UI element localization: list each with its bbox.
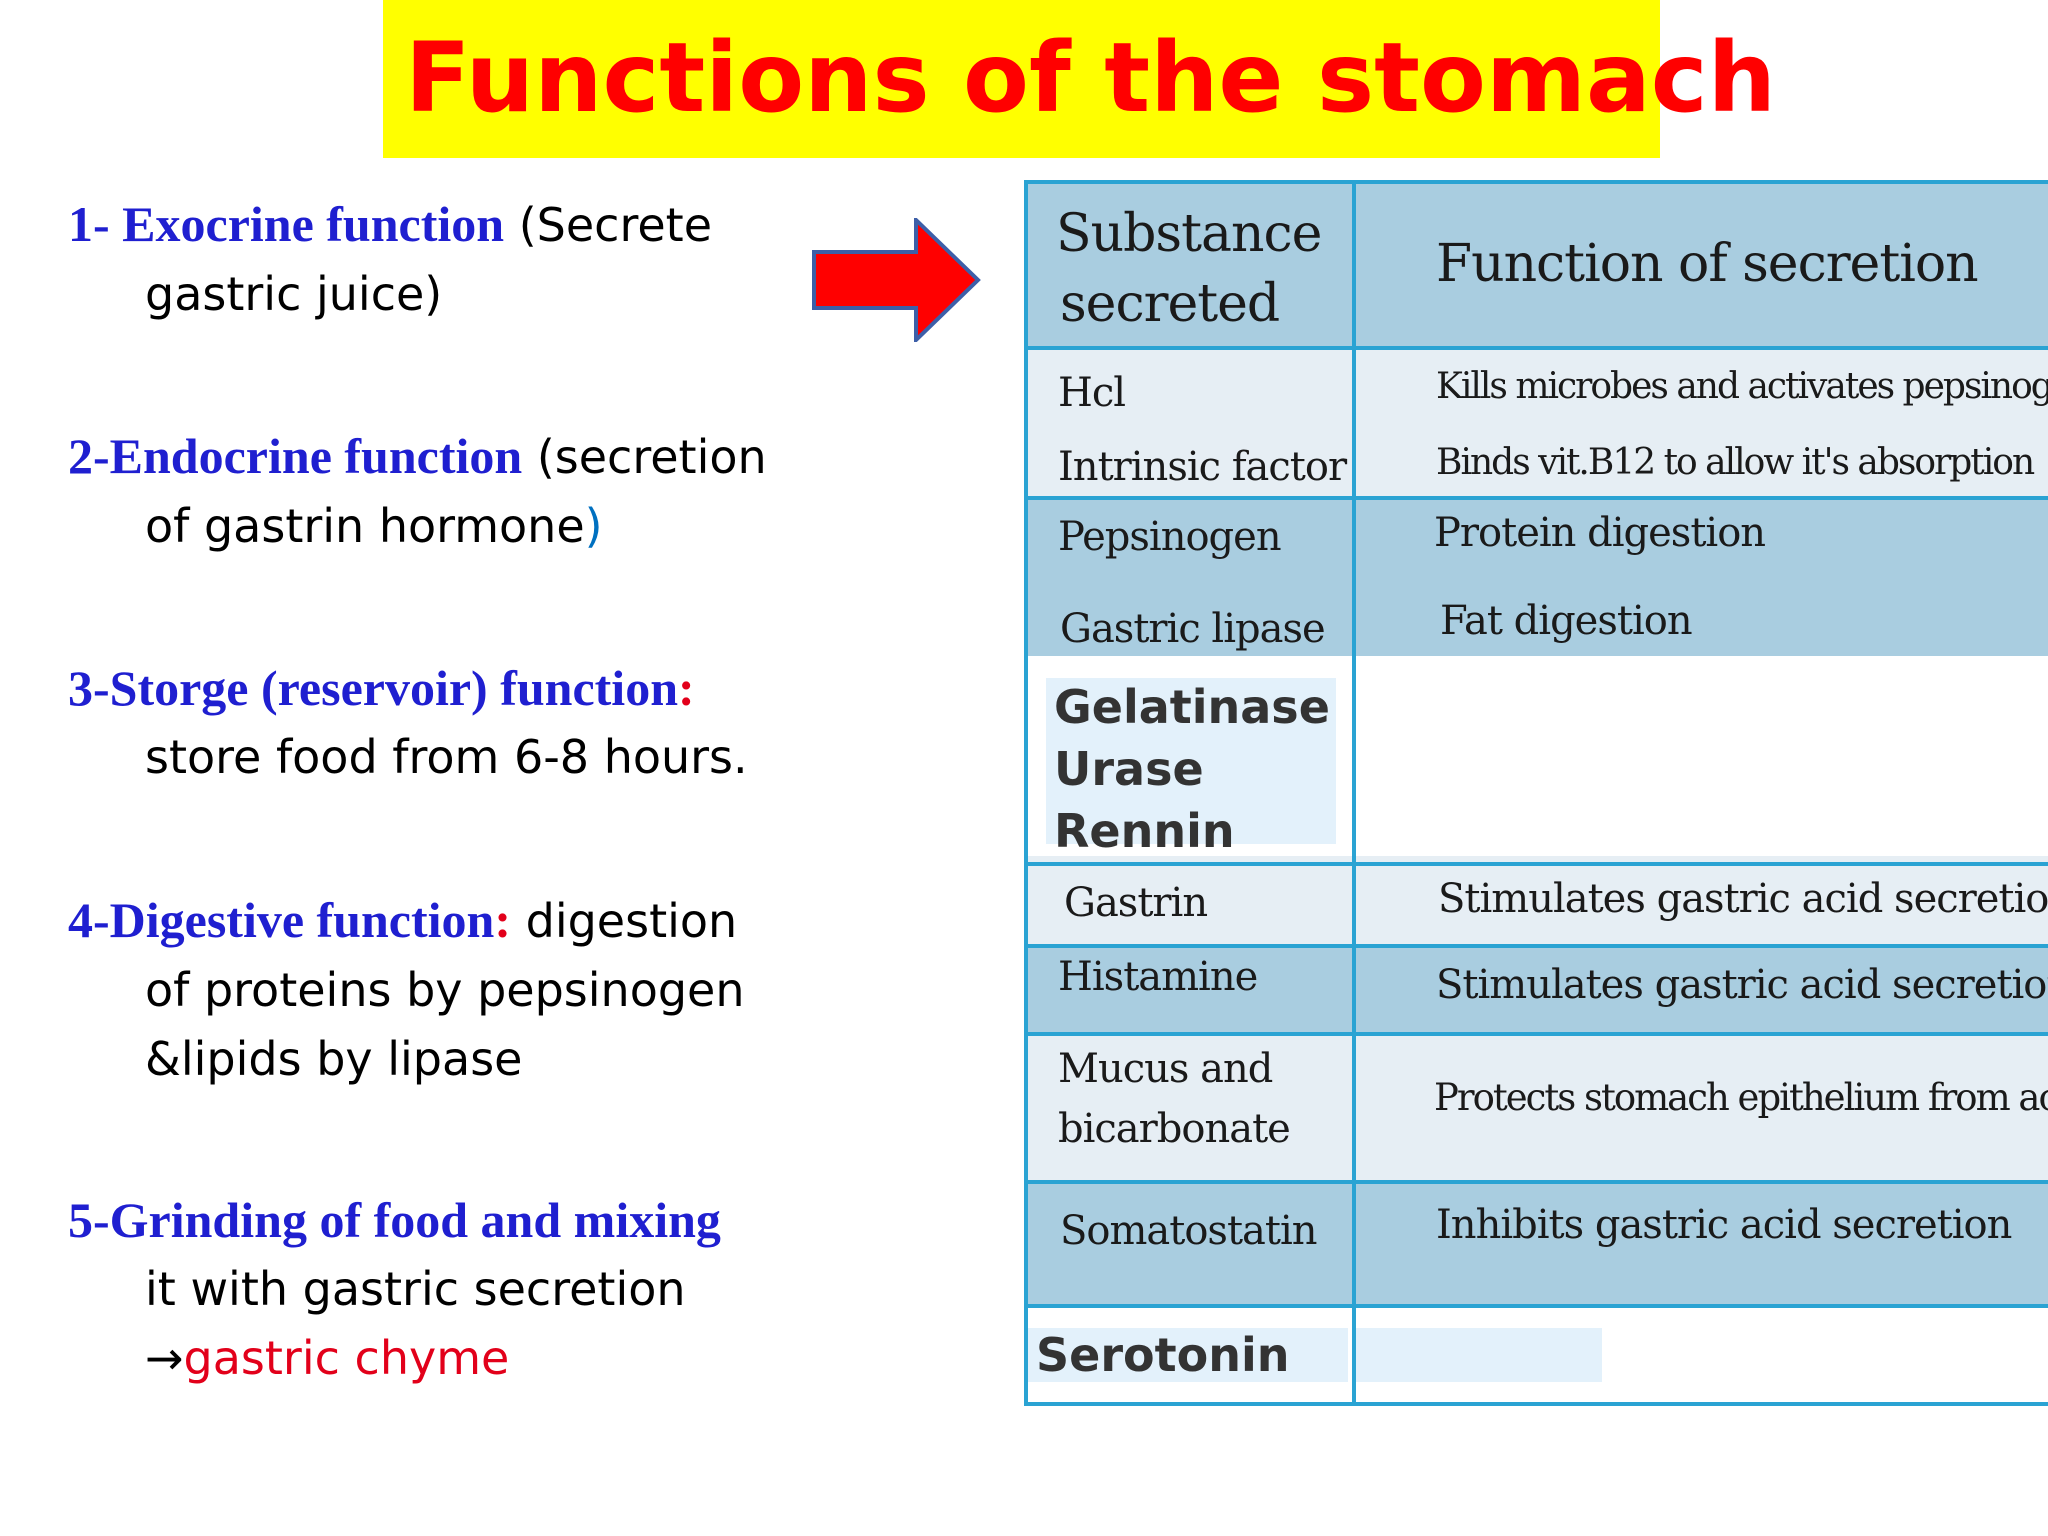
function-text: &lipids by lipase — [145, 1032, 523, 1086]
substance-cell: Histamine — [1058, 954, 1258, 1000]
substance-cell: bicarbonate — [1058, 1106, 1291, 1152]
page-title: Functions of the stomach — [405, 22, 1776, 134]
arrow-glyph: → — [145, 1331, 184, 1385]
table-rule — [1024, 1304, 2048, 1308]
table-band — [1352, 1328, 1602, 1382]
function-cell: Binds vit.B12 to allow it's absorption — [1436, 442, 2035, 483]
substance-cell: Intrinsic factor — [1058, 444, 1347, 490]
right-arrow-icon — [812, 218, 981, 342]
function-item-endocrine: 2-Endocrine function (secretion of gastr… — [68, 422, 888, 560]
header-substance: secreted — [1060, 274, 1280, 334]
function-cell: Protein digestion — [1434, 510, 1766, 556]
function-cell: Kills microbes and activates pepsinogen — [1436, 366, 2048, 407]
table-rule — [1024, 1180, 2048, 1184]
substance-cell: Hcl — [1058, 370, 1126, 416]
table-rule — [1024, 862, 2048, 866]
substance-cell: Serotonin — [1036, 1328, 1290, 1382]
table-band — [1024, 498, 2048, 656]
substance-cell: Somatostatin — [1060, 1208, 1317, 1254]
colon: : — [678, 660, 695, 716]
table-band — [1024, 856, 2048, 946]
table-band — [1028, 1328, 1348, 1382]
function-cell: Protects stomach epithelium from acid — [1434, 1076, 2048, 1119]
function-text: (Secrete — [504, 198, 712, 252]
function-text: digestion — [511, 894, 738, 948]
function-cell: Fat digestion — [1440, 598, 1693, 644]
table-rule — [1024, 944, 2048, 948]
substance-cell: Urase — [1054, 742, 1204, 796]
function-cell: Inhibits gastric acid secretion — [1436, 1202, 2012, 1248]
function-text: of proteins by pepsinogen — [145, 963, 745, 1017]
function-text: of gastrin hormone — [145, 499, 585, 553]
table-rule — [1352, 180, 1356, 1406]
substance-cell: Gastrin — [1064, 880, 1208, 926]
function-text: gastric juice) — [145, 267, 443, 321]
function-cell: Stimulates gastric acid secretion — [1438, 876, 2048, 922]
function-cell: Stimulates gastric acid secretion — [1436, 962, 2048, 1008]
table-band — [1046, 678, 1336, 844]
table-band — [1024, 1034, 2048, 1182]
function-item-digestive: 4-Digestive function: digestion of prote… — [68, 886, 888, 1093]
table-header-band — [1024, 180, 2048, 348]
table-rule — [1024, 1402, 2048, 1406]
function-text: (secretion — [522, 430, 767, 484]
function-item-grinding: 5-Grinding of food and mixing it with ga… — [68, 1186, 888, 1392]
table-rule — [1024, 180, 2048, 184]
substance-cell: Gastric lipase — [1060, 606, 1326, 652]
substance-cell: Gelatinase — [1054, 680, 1330, 734]
table-rule — [1024, 180, 1028, 1406]
header-substance: Substance — [1056, 204, 1322, 264]
table-rule — [1024, 346, 2048, 350]
function-heading: 1- Exocrine function — [68, 196, 505, 252]
function-item-exocrine: 1- Exocrine function (Secrete gastric ju… — [68, 190, 888, 328]
substance-cell: Mucus and — [1058, 1046, 1273, 1092]
function-heading: 4-Digestive function — [68, 892, 495, 948]
table-band — [1024, 1182, 2048, 1306]
function-text: store food from 6-8 hours. — [145, 730, 748, 784]
function-item-storage: 3-Storge (reservoir) function: store foo… — [68, 654, 888, 791]
secretions-table: Substance secreted Function of secretion… — [1024, 180, 2048, 1408]
table-band — [1024, 946, 2048, 1034]
table-rule — [1024, 1032, 2048, 1036]
function-heading: 5-Grinding of food and mixing — [68, 1192, 721, 1248]
chyme-text: gastric chyme — [183, 1331, 510, 1385]
substance-cell: Pepsinogen — [1058, 514, 1282, 560]
title-banner: Functions of the stomach — [383, 0, 1776, 158]
function-heading: 3-Storge (reservoir) function — [68, 660, 679, 716]
function-heading: 2-Endocrine function — [68, 428, 523, 484]
table-rule — [1024, 496, 2048, 500]
function-text: it with gastric secretion — [145, 1262, 686, 1316]
substance-cell: Rennin — [1054, 804, 1235, 858]
header-function: Function of secretion — [1436, 234, 1979, 294]
colon: : — [494, 892, 511, 948]
table-band — [1024, 348, 2048, 498]
closing-paren: ) — [584, 499, 603, 553]
